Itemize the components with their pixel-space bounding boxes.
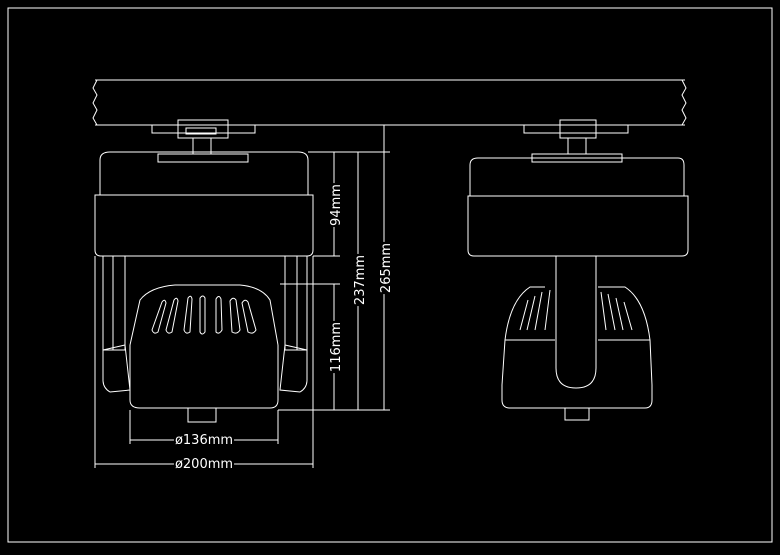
label-mask: [353, 253, 368, 307]
dim-label-200: ø200mm: [175, 457, 233, 472]
label-mask: [329, 320, 344, 374]
heatsink: [129, 284, 279, 346]
driver-box-top-side: [469, 157, 685, 197]
heatsink-slots: [151, 295, 257, 335]
dim-label-136: ø136mm: [175, 433, 233, 448]
track-adapter-side: [523, 124, 629, 134]
spotlight-side-view: [467, 119, 689, 421]
dim-label-265: 265mm: [379, 243, 394, 293]
dim-label-116: 116mm: [329, 322, 344, 372]
driver-box-top: [99, 151, 309, 196]
driver-box-body: [94, 194, 314, 257]
dim-label-94: 94mm: [329, 184, 344, 226]
label-mask: [329, 183, 344, 227]
yoke-arm-side: [555, 256, 597, 389]
lamp-housing: [129, 345, 279, 409]
heatsink-side-left: [501, 286, 545, 386]
dimension-lines: [94, 124, 395, 468]
dim-label-237: 237mm: [353, 255, 368, 305]
track-adapter: [151, 124, 256, 134]
heatsink-side-right: [598, 286, 653, 386]
lens-cap: [187, 407, 217, 423]
label-mask: [379, 241, 394, 295]
yoke-pivot-right: [279, 344, 308, 393]
lens-cap-side: [564, 407, 590, 421]
label-mask: [173, 457, 235, 472]
label-mask: [173, 433, 235, 448]
driver-box-body-side: [467, 195, 689, 257]
yoke-pivot-left: [102, 344, 131, 393]
ceiling-track: [92, 79, 687, 126]
drawing-frame: [7, 7, 773, 543]
spotlight-front-view: [94, 119, 314, 423]
